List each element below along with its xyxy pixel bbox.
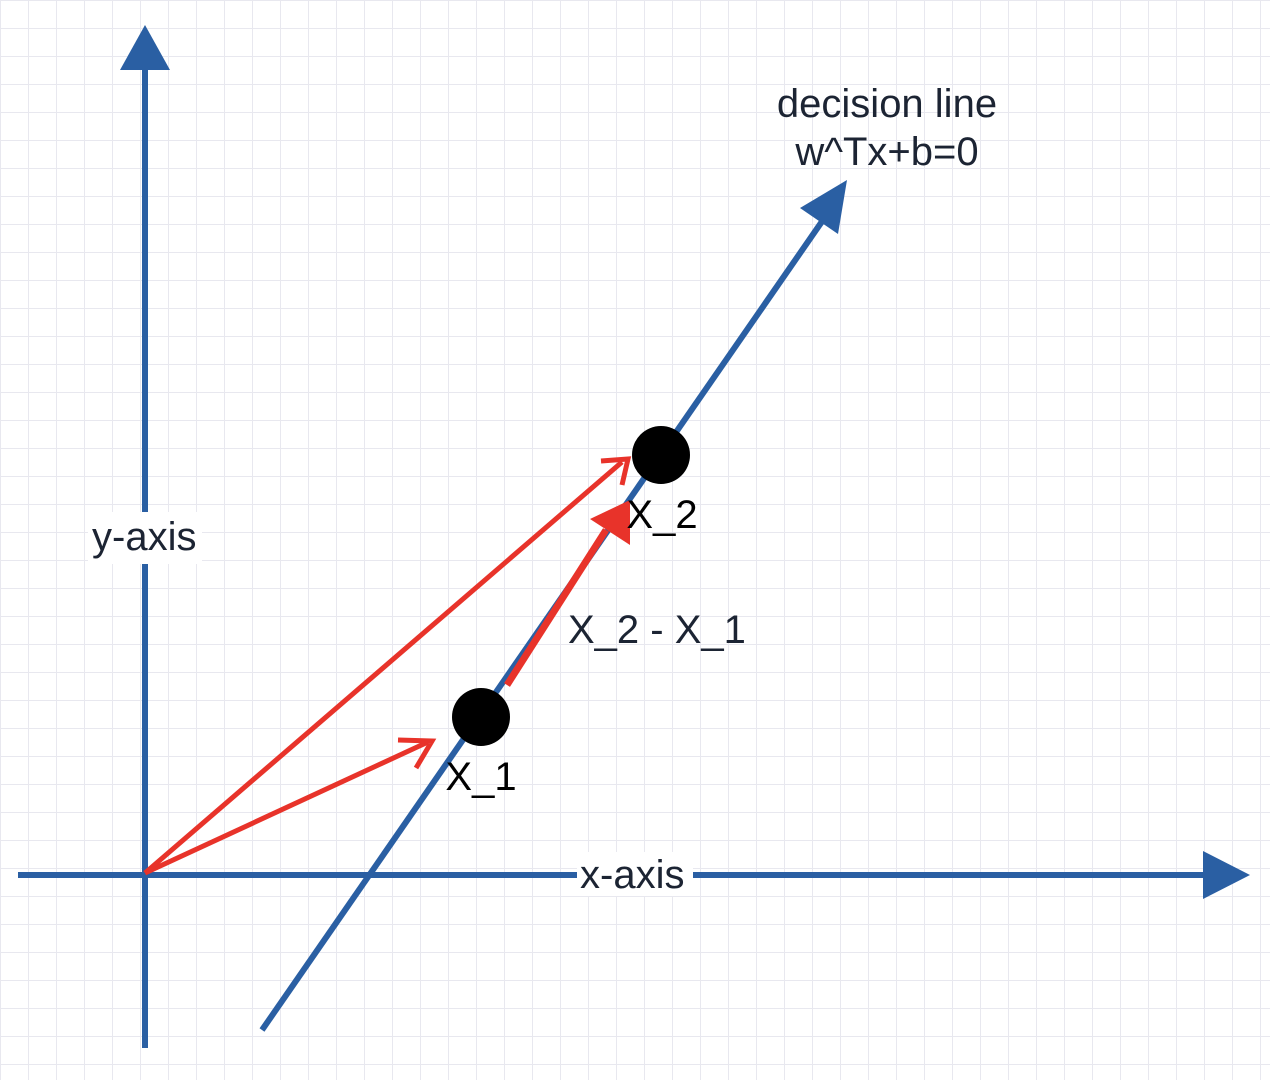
x-axis-arrowhead	[1203, 851, 1250, 899]
y-axis-label-bg	[88, 512, 202, 564]
vector-origin-to-x2	[143, 460, 624, 875]
y-axis-arrowhead	[120, 25, 170, 70]
vector-origin-to-x1	[143, 739, 430, 876]
point-x1-label: X_1	[445, 755, 516, 799]
x-axis-label-bg	[577, 852, 693, 896]
vector-difference-arrowhead	[590, 500, 630, 545]
point-x2	[632, 426, 690, 484]
decision-line-title: decision line	[777, 82, 997, 126]
vector-origin-to-x2-arrowhead	[600, 456, 632, 486]
point-x2-label: X_2	[626, 493, 697, 537]
vector-origin-to-x1-arrowhead	[397, 737, 437, 770]
x-axis-label: x-axis	[580, 853, 684, 897]
difference-label: X_2 - X_1	[568, 608, 746, 652]
decision-line-equation: w^Tx+b=0	[794, 130, 978, 174]
vector-difference	[504, 528, 609, 687]
y-axis-label: y-axis	[92, 515, 196, 559]
point-x1	[452, 688, 510, 746]
decision-line-arrowhead	[800, 180, 847, 234]
